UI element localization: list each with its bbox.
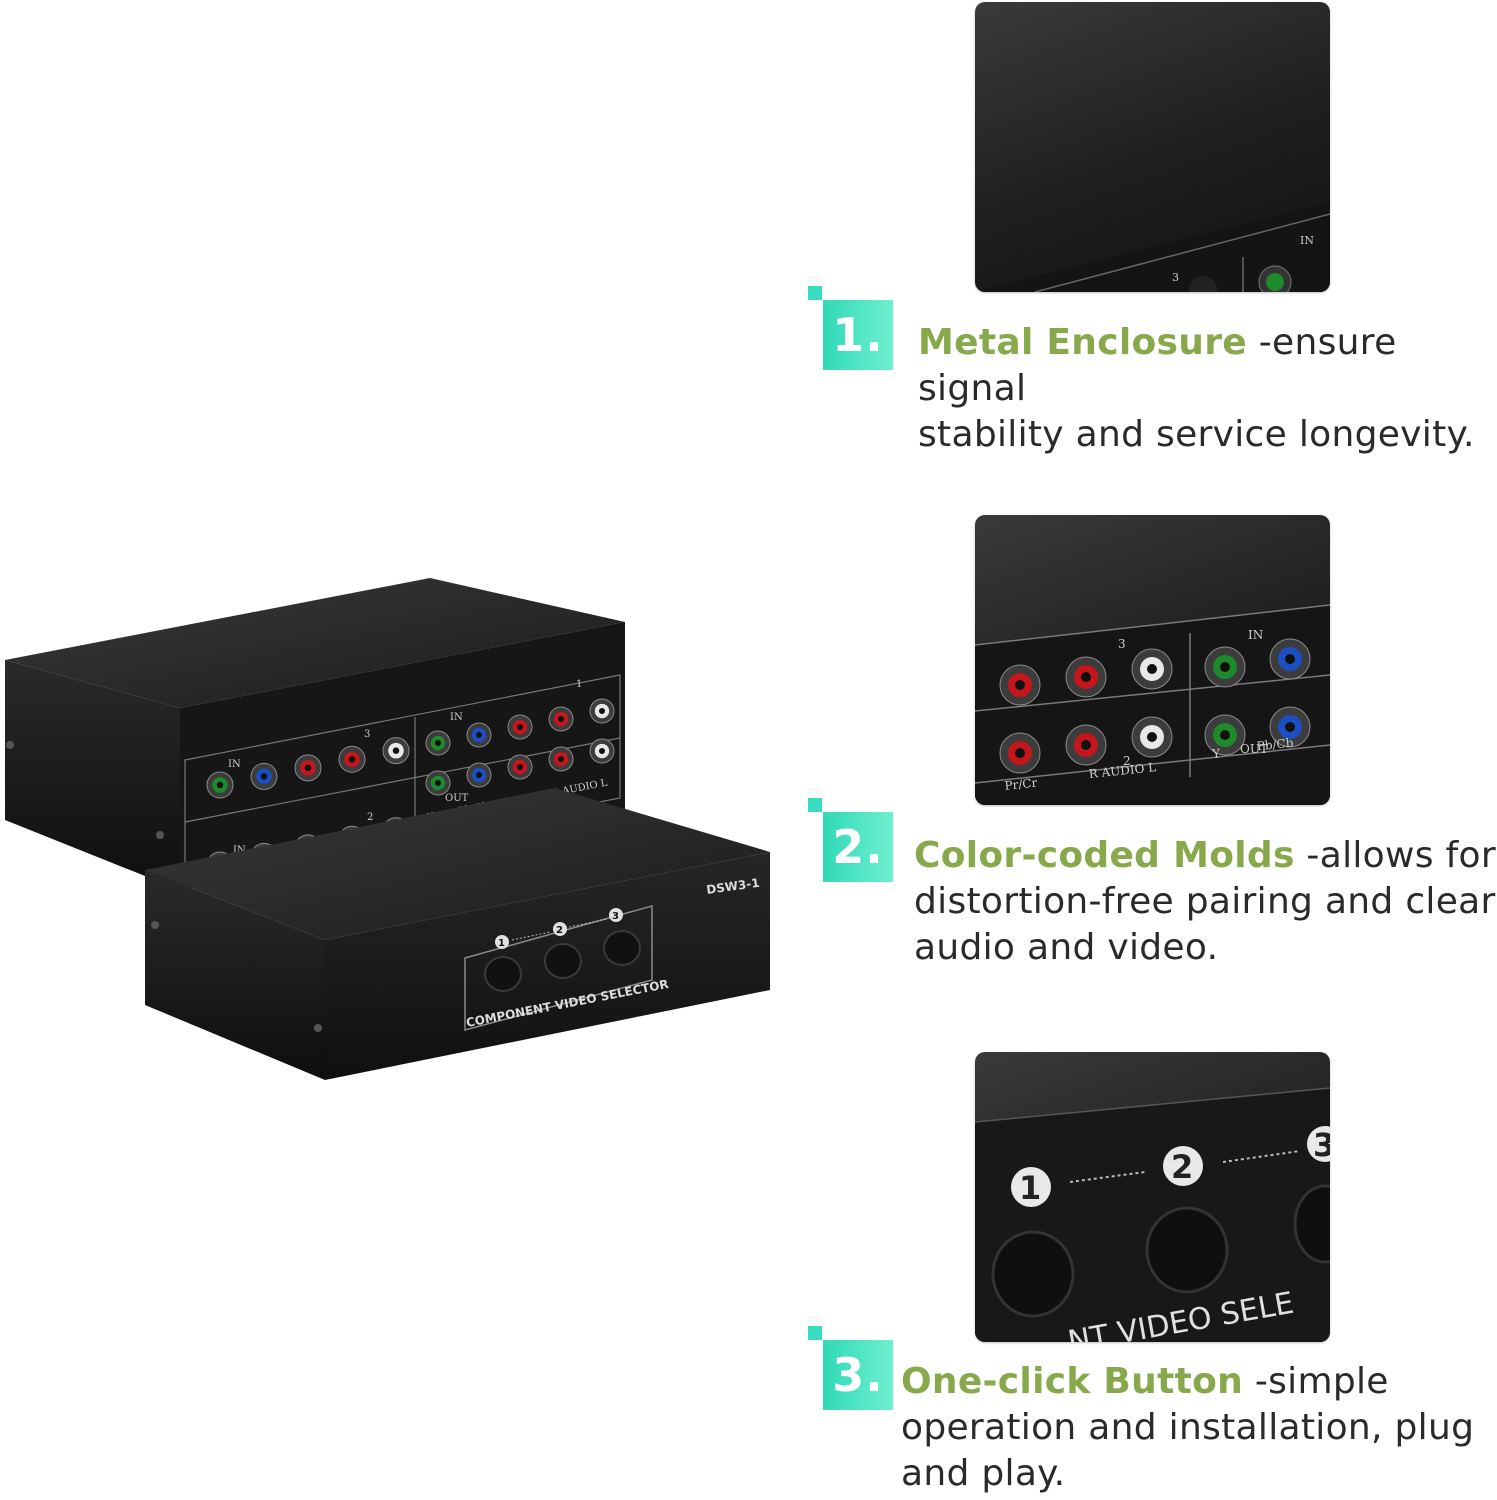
rear-jack-left-0-3-hole <box>348 756 356 763</box>
photo-one-click-buttons: 1 2 3 NT VIDEO SELE <box>975 1052 1330 1342</box>
select-button-2[interactable] <box>544 943 582 979</box>
photo2-jack-left-1-2-hole <box>1147 732 1157 742</box>
photo2-label-pr: Pr/Cr <box>1004 776 1038 793</box>
feature-2-title: Color-coded Molds <box>914 835 1295 876</box>
rear-jack-right-1-2-hole <box>517 764 523 771</box>
rear-label-group-2: 2 <box>367 812 373 823</box>
photo2-jack-left-0-1-hole <box>1081 672 1091 682</box>
photo2-jack-right-0-0-hole <box>1220 662 1230 672</box>
feature-2-desc-2: distortion-free pairing and clear <box>914 881 1496 922</box>
product-illustration: IN IN 3 1 2 IN OUT Y Pb/Cb Pr/Cr R AUDIO… <box>0 560 790 1100</box>
photo-color-coded-jacks: IN 3 2 OUT Pr/Cr R AUDIO L Y Pb/Cb <box>975 515 1330 805</box>
photo2-jack-right-0-1-hole <box>1285 654 1295 664</box>
feature-3-desc-3: and play. <box>901 1453 1066 1494</box>
photo1-label-in: IN <box>1300 234 1314 247</box>
photo-metal-enclosure: IN 3 <box>975 2 1330 292</box>
rear-jack-right-0-4-hole <box>599 708 605 715</box>
button-number-1: 1 <box>498 938 505 949</box>
feature-1-desc-2: stability and service longevity. <box>918 414 1475 455</box>
button-number-2: 2 <box>556 925 563 936</box>
feature-2-desc-1: -allows for <box>1294 835 1496 876</box>
rear-jack-left-0-1-hole <box>260 773 268 780</box>
photo2-jack-right-1-0-hole <box>1220 730 1230 740</box>
photo2-jack-right-1-1-hole <box>1285 722 1295 732</box>
photo3-number-2: 2 <box>1171 1148 1193 1186</box>
rear-jack-right-0-1-hole <box>476 732 482 739</box>
photo3-number-3: 3 <box>1313 1126 1330 1164</box>
feature-2-number: 2. <box>823 812 893 882</box>
rear-label-in-left: IN <box>228 759 241 770</box>
feature-3-dot <box>808 1326 822 1340</box>
feature-3-desc-1: -simple <box>1243 1361 1389 1402</box>
feature-2-desc-3: audio and video. <box>914 927 1219 968</box>
rear-jack-right-0-3-hole <box>558 716 564 723</box>
rear-label-in-right: IN <box>450 712 463 723</box>
photo2-label-2: 2 <box>1123 754 1131 768</box>
rear-jack-left-0-0-hole <box>216 781 224 789</box>
photo2-label-pb: Pb/Cb <box>1256 736 1294 754</box>
rear-label-in-small: IN <box>233 845 246 856</box>
feature-1-number: 1. <box>823 300 893 370</box>
button-number-3: 3 <box>612 911 619 922</box>
selector-buttons: 1 2 3 <box>484 908 641 992</box>
rear-jack-right-1-3-hole <box>558 756 564 763</box>
photo2-jack-left-1-0-hole <box>1015 748 1025 758</box>
photo3-button-1 <box>991 1230 1075 1318</box>
feature-1: 1. Metal Enclosure -ensure signal stabil… <box>808 286 1497 455</box>
photo2-jack-left-0-0-hole <box>1015 680 1025 690</box>
photo2-jack-left-1-1-hole <box>1081 740 1091 750</box>
rear-jack-right-0-2-hole <box>517 724 523 731</box>
rear-jack-right-0-0-hole <box>435 740 441 746</box>
feature-3-title: One-click Button <box>901 1361 1244 1402</box>
photo2-label-in: IN <box>1248 628 1263 642</box>
feature-3-text: One-click Button -simple operation and i… <box>901 1359 1474 1497</box>
photo2-label-y: Y <box>1211 746 1222 761</box>
rear-label-out: OUT <box>445 793 469 804</box>
photo2-label-out: OUT <box>1240 742 1268 756</box>
feature-1-dot <box>808 286 822 300</box>
switch-boxes-image: IN IN 3 1 2 IN OUT Y Pb/Cb Pr/Cr R AUDIO… <box>5 578 770 1080</box>
feature-1-title: Metal Enclosure <box>918 322 1247 363</box>
rear-jack-left-0-4-hole <box>392 747 400 754</box>
rear-jack-right-1-1-hole <box>476 772 482 779</box>
feature-1-text: Metal Enclosure -ensure signal stability… <box>918 320 1497 458</box>
photo3-button-3 <box>1293 1184 1330 1264</box>
photo2-label-3: 3 <box>1118 637 1126 651</box>
photo2-jacks <box>999 638 1311 774</box>
feature-2: 2. Color-coded Molds -allows for distort… <box>808 798 1497 978</box>
feature-2-text: Color-coded Molds -allows for distortion… <box>914 833 1496 971</box>
feature-2-dot <box>808 798 822 812</box>
photo1-label-3: 3 <box>1172 271 1179 284</box>
rear-panel-jacks <box>206 698 615 879</box>
photo2-jack-left-0-2-hole <box>1147 664 1157 674</box>
feature-3-number: 3. <box>823 1340 893 1410</box>
feature-3: 3. One-click Button -simple operation an… <box>808 1326 1497 1500</box>
rear-jack-right-1-0-hole <box>435 780 441 786</box>
rear-jack-right-1-4-hole <box>599 748 605 755</box>
photo3-number-1: 1 <box>1019 1169 1041 1207</box>
rear-label-group-1: 1 <box>576 679 582 690</box>
select-button-1[interactable] <box>484 956 522 992</box>
rear-label-group-3: 3 <box>364 729 370 740</box>
feature-3-desc-2: operation and installation, plug <box>901 1407 1475 1448</box>
photo3-button-2 <box>1145 1206 1229 1294</box>
feature-1-desc-1: -ensure signal <box>918 322 1397 409</box>
rear-jack-left-0-2-hole <box>304 764 312 772</box>
select-button-3[interactable] <box>603 930 641 966</box>
